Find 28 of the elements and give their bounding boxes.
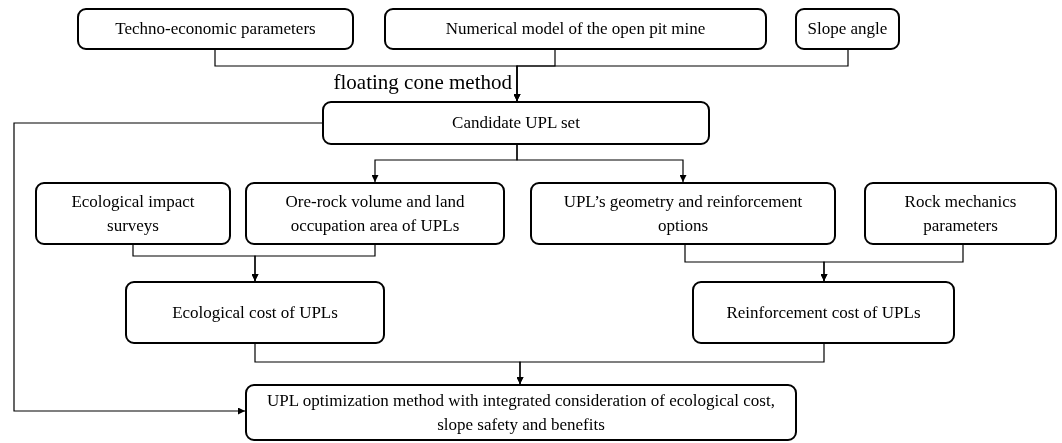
process-box (125, 281, 385, 344)
box-text: UPL optimization method with integrated consideration of ecological cost, slope safety and benefits (266, 389, 776, 436)
box-text: Techno-economic parameters (115, 18, 316, 40)
box-text: Ore-rock volume and land occupation area of UPLs (284, 190, 466, 237)
process-box (77, 8, 354, 50)
process-box (245, 182, 505, 245)
arrow (516, 343, 825, 385)
box-text: Reinforcement cost of UPLs (726, 301, 921, 324)
box-text: Candidate UPL set (452, 112, 580, 134)
arrow (516, 144, 687, 183)
box-text: Rock mechanics parameters (903, 190, 1018, 237)
arrow (820, 244, 964, 282)
process-box (864, 182, 1057, 245)
process-box (35, 182, 231, 245)
process-box (795, 8, 900, 50)
process-box (530, 182, 836, 245)
box-text: Numerical model of the open pit mine (445, 18, 706, 40)
arrow (251, 244, 376, 282)
box-text: UPL’s geometry and reinforcement options (562, 190, 804, 237)
process-box (384, 8, 767, 50)
arrow (13, 122, 323, 415)
process-box (692, 281, 955, 344)
process-box (322, 101, 710, 145)
arrow (513, 49, 849, 102)
box-text: Ecological cost of UPLs (172, 301, 338, 324)
box-text: Slope angle (807, 18, 888, 40)
process-box (245, 384, 797, 441)
box-text: Ecological impact surveys (70, 190, 196, 237)
